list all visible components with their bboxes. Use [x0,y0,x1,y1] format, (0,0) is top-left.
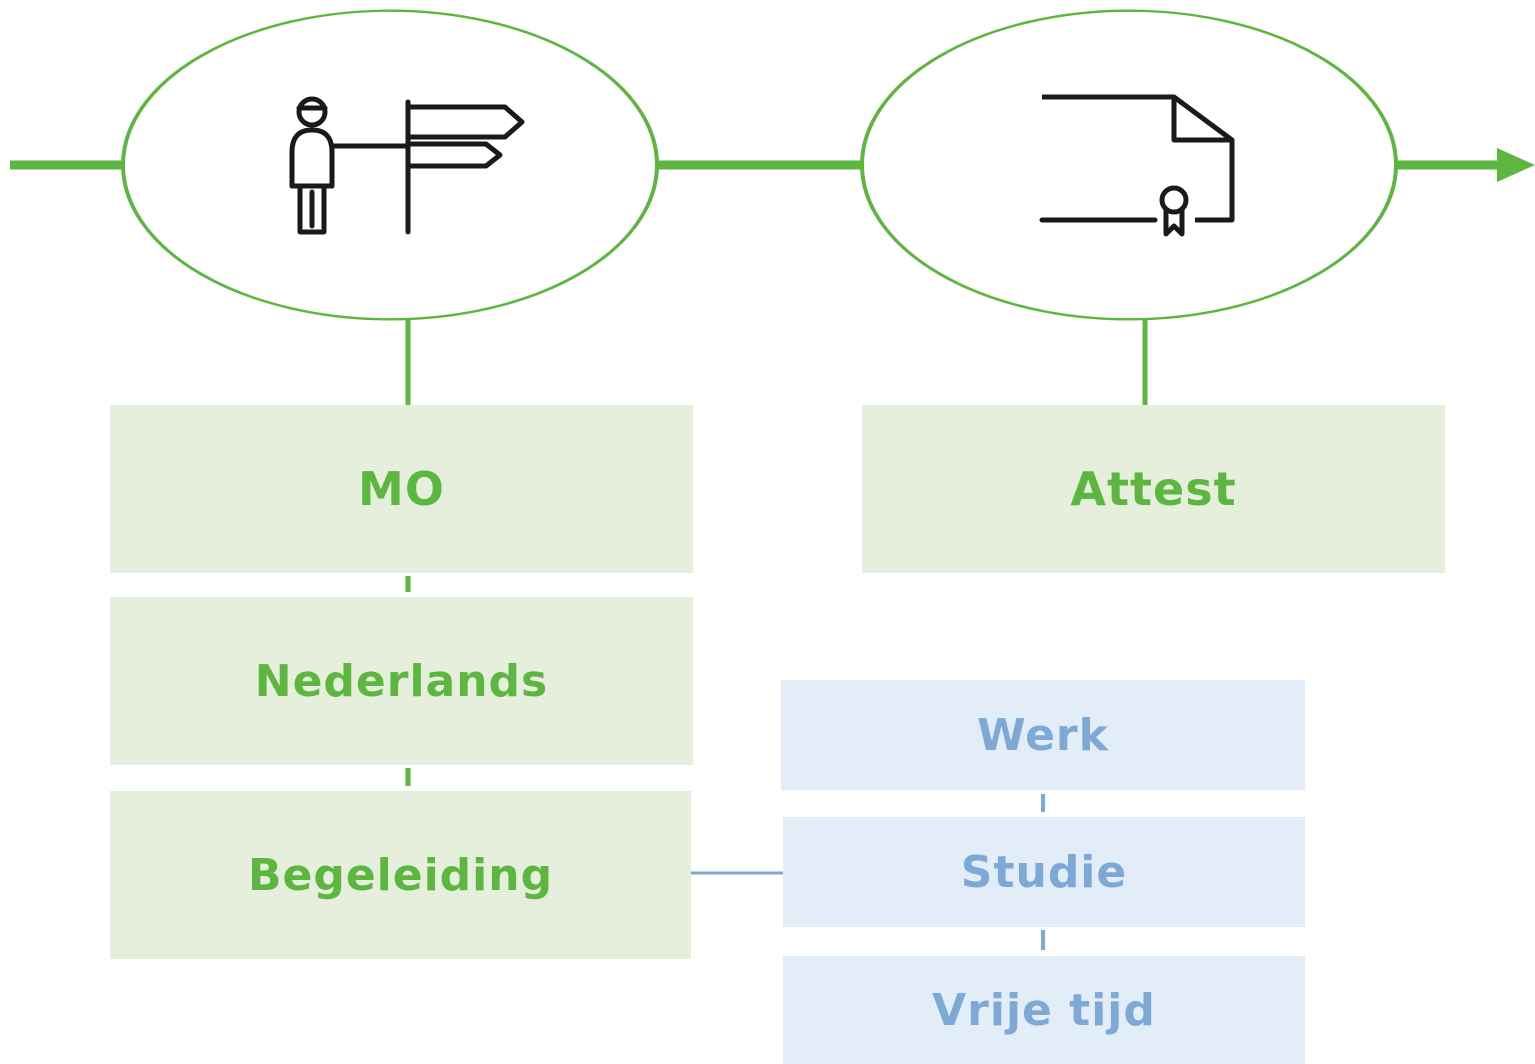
track-item-begeleiding: Begeleiding [110,791,691,959]
track-item-vrije-tijd: Vrije tijd [783,956,1305,1064]
timeline-arrow-head [1497,148,1535,182]
stage-label-mo: MO [110,405,693,573]
stage-circle-2 [860,9,1398,321]
track-item-studie: Studie [783,817,1305,927]
signpost-person-icon [289,96,525,235]
track-item-nederlands: Nederlands [110,597,693,765]
stage-label-attest: Attest [862,405,1445,573]
stage-circle-1 [121,9,659,321]
track-item-werk: Werk [781,680,1305,790]
certificate-document-icon [1039,94,1235,237]
